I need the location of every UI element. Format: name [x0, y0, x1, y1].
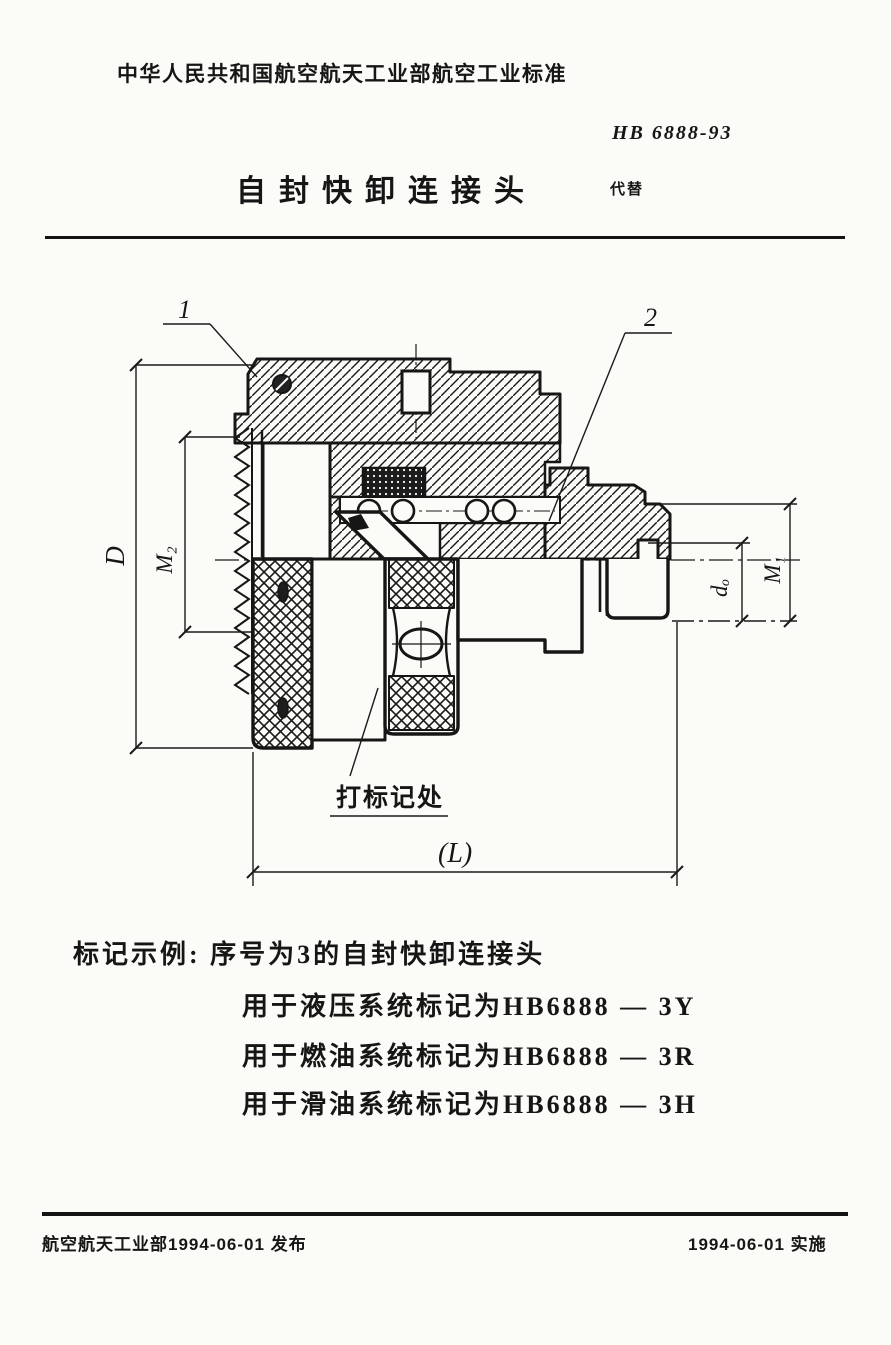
footer-divider — [42, 1212, 848, 1216]
locking-balls — [339, 496, 561, 524]
dim-outer-diameter-label: D — [100, 546, 130, 567]
standard-org-line: 中华人民共和国航空航天工业部航空工业标准 — [117, 63, 567, 86]
dimension-lines — [129, 323, 797, 886]
standard-number: HB 6888-93 — [612, 122, 733, 144]
dim-bore-label: dₒ — [707, 579, 732, 597]
marking-example-line-4: 用于滑油系统标记为HB6888 — 3H — [242, 1090, 698, 1119]
page-title: 自封快卸连接头 — [236, 175, 537, 208]
callout-1-label: 1 — [178, 295, 191, 324]
callout-2-label: 2 — [644, 303, 657, 332]
packing-seal — [364, 467, 424, 498]
dimension-labels: 1 2 D M₂ M₁ dₒ (L) 打标记处 — [100, 295, 785, 869]
marking-example-line-2: 用于液压系统标记为HB6888 — 3Y — [242, 992, 697, 1021]
marking-example-line-1: 标记示例: 序号为3的自封快卸连接头 — [73, 940, 546, 969]
spring-cavity — [261, 441, 332, 561]
marking-example-line-3: 用于燃油系统标记为HB6888 — 3R — [242, 1042, 697, 1071]
footer-issue-line: 航空航天工业部1994-06-01 发布 — [42, 1235, 307, 1254]
dim-length-label: (L) — [438, 838, 472, 869]
replaces-label: 代替 — [610, 181, 645, 198]
dim-thread-m1-label: M₁ — [760, 556, 785, 584]
coupling-external-lower — [251, 557, 670, 750]
dim-thread-m2-label: M₂ — [152, 546, 177, 574]
footer-implement-line: 1994-06-01 实施 — [688, 1235, 827, 1254]
marking-spot-label: 打标记处 — [336, 784, 444, 812]
cap-pin-and-screw — [272, 369, 432, 415]
header-divider — [45, 236, 845, 239]
